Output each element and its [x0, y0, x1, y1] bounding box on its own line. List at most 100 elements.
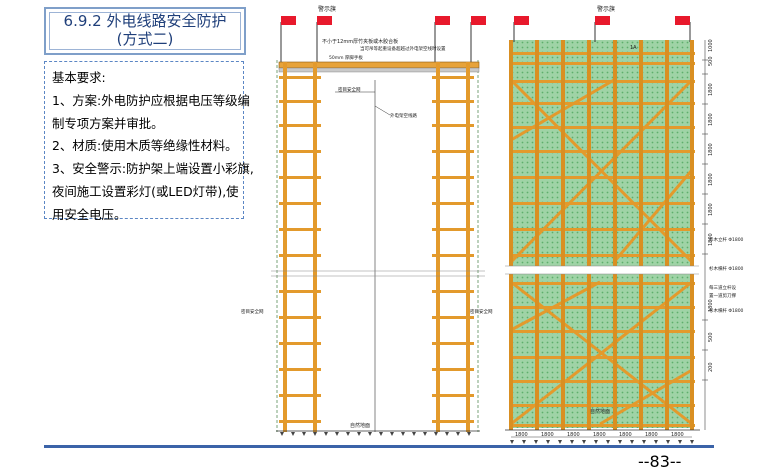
ground-hatch	[346, 432, 350, 436]
scaffold-ledger	[432, 290, 474, 293]
scaffold-post	[283, 62, 287, 432]
dimension-label: 200	[708, 362, 714, 372]
scaffold-ledger	[432, 394, 474, 397]
scaffold-ledger	[279, 76, 321, 79]
bottom-dimension-label: 1800	[593, 432, 606, 438]
ground-hatch	[582, 440, 586, 444]
title-inner-frame	[49, 12, 241, 50]
page-number: --83--	[638, 452, 682, 471]
scaffold-ledger	[279, 228, 321, 231]
dimension-label: 1800	[708, 299, 714, 312]
scaffold-ledger	[432, 316, 474, 319]
ground-hatch	[357, 432, 361, 436]
ground-hatch	[412, 432, 416, 436]
ground-hatch	[534, 440, 538, 444]
scaffold-ledger	[432, 176, 474, 179]
ground-hatch	[594, 440, 598, 444]
side-net-label: 密目安全网	[241, 308, 264, 315]
cross-brace	[612, 169, 694, 263]
scaffold-ledger	[432, 254, 474, 257]
scaffold-ledger	[432, 420, 474, 423]
horizontal-bar	[509, 176, 695, 179]
ground-hatch	[666, 440, 670, 444]
requirement-heading: 基本要求:	[52, 70, 106, 85]
vertical-pole	[613, 40, 617, 430]
horizontal-bar	[509, 102, 695, 105]
warning-flag	[471, 16, 486, 25]
scaffold-post	[466, 62, 470, 432]
scaffold-post	[436, 62, 440, 432]
dimension-label: 1800	[708, 203, 714, 216]
scaffold-ledger	[432, 342, 474, 345]
cross-brace	[510, 280, 693, 426]
warning-flag	[595, 16, 610, 25]
bottom-dimension-label: 1800	[567, 432, 580, 438]
drawing-note: 密目安全网	[338, 86, 361, 93]
scaffold-ledger	[279, 100, 321, 103]
top-protection-board	[278, 61, 480, 69]
horizontal-bar	[509, 150, 695, 153]
ground-hatch	[434, 432, 438, 436]
requirement-line: 1、方案:外电防护应根据电压等级编	[52, 92, 250, 108]
ground-hatch	[302, 432, 306, 436]
ground-hatch	[390, 432, 394, 436]
requirements-box: 基本要求: 1、方案:外电防护应根据电压等级编 制专项方案并审批。 2、材质:使…	[44, 61, 254, 222]
scaffold-ledger	[279, 202, 321, 205]
horizontal-bar	[509, 80, 695, 83]
ground-hatch	[368, 432, 372, 436]
scaffold-ledger	[279, 150, 321, 153]
ground-hatch	[546, 440, 550, 444]
scaffold-ledger	[279, 394, 321, 397]
horizontal-bar	[509, 424, 695, 427]
scaffold-ledger	[432, 100, 474, 103]
section-mark: 1A	[630, 45, 637, 51]
scaffold-ledger	[279, 254, 321, 257]
scaffold-ledger	[432, 150, 474, 153]
right-note: 杉木横杆 Φ1800	[709, 307, 744, 314]
footer-rule	[44, 445, 714, 448]
right-note: 每三道立杆设	[709, 284, 736, 291]
ground-hatch	[654, 440, 658, 444]
bottom-dimension-label: 1800	[515, 432, 528, 438]
drawing-note: 不小于12mm厚竹夹板或木胶合板	[322, 38, 398, 45]
vertical-pole	[690, 40, 694, 430]
dimension-label: 1800	[708, 233, 714, 246]
ground-hatch	[456, 432, 460, 436]
scaffold-ledger	[279, 290, 321, 293]
horizontal-bar	[509, 282, 695, 285]
section-title-box: 6.9.2 外电线路安全防护 (方式二)	[44, 7, 246, 55]
warning-flag	[281, 16, 296, 25]
scaffold-ledger	[279, 368, 321, 371]
ground-label: 自然地面	[590, 408, 610, 415]
ground-hatch	[678, 440, 682, 444]
scaffold-ledger	[279, 342, 321, 345]
ground-hatch	[522, 440, 526, 444]
bottom-dimension-label: 1800	[645, 432, 658, 438]
requirement-line: 制专项方案并审批。	[52, 115, 164, 131]
ground-hatch	[510, 440, 514, 444]
break-band	[505, 266, 699, 274]
ground-hatch	[401, 432, 405, 436]
warning-flag	[675, 16, 690, 25]
flag-label: 警示旗	[597, 5, 615, 13]
requirement-line: 2、材质:使用木质等绝缘性材料。	[52, 138, 238, 154]
vertical-pole	[561, 40, 565, 430]
title-line-1: 6.9.2 外电线路安全防护	[63, 12, 227, 30]
section-title: 6.9.2 外电线路安全防护 (方式二)	[46, 12, 244, 48]
side-net-label: 密目安全网	[470, 308, 493, 315]
bottom-dimension-label: 1800	[671, 432, 684, 438]
cross-brace	[509, 78, 694, 264]
title-line-2: (方式二)	[116, 30, 174, 48]
scaffold-ledger	[279, 124, 321, 127]
left-section-drawing: 警示旗 不小于12mm厚竹夹板或木胶合板 当可吊等起重设备超越过外电架空线时设置…	[241, 5, 493, 436]
horizontal-bar	[509, 254, 695, 257]
horizontal-bar	[509, 380, 695, 383]
ground-label: 自然地面	[350, 422, 370, 429]
scaffold-post	[313, 62, 317, 432]
top-protection-board	[278, 67, 480, 73]
scaffold-ledger	[279, 176, 321, 179]
right-elevation-drawing: 警示旗 1A 自然地面 1000500180018001800180018001…	[505, 5, 744, 444]
horizontal-bar	[509, 228, 695, 231]
requirement-line: 用安全电压。	[52, 206, 127, 222]
vertical-pole	[665, 40, 669, 430]
